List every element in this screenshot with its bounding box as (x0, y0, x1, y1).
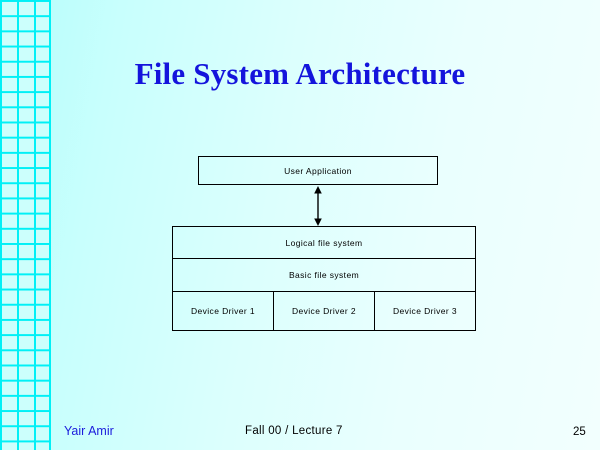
diagram-box-device-driver-1[interactable]: Device Driver 1 (173, 292, 273, 330)
diagram-box-basic-file-system-label: Basic file system (288, 270, 360, 280)
diagram-box-logical-file-system[interactable]: Logical file system (173, 227, 475, 258)
diagram-box-device-driver-3[interactable]: Device Driver 3 (374, 292, 475, 330)
diagram-box-user-application-label: User Application (284, 165, 352, 176)
footer-course-label: Fall 00 / Lecture 7 (245, 425, 343, 437)
grid-band-edge (49, 0, 51, 450)
footer-page-number: 25 (573, 426, 586, 438)
diagram-box-logical-file-system-label: Logical file system (285, 237, 363, 248)
double-headed-vertical-arrow-icon (314, 186, 322, 226)
diagram-box-device-driver-1-label: Device Driver 1 (190, 306, 256, 316)
diagram-box-device-driver-2-label: Device Driver 2 (291, 306, 357, 316)
diagram-box-device-driver-3-label: Device Driver 3 (392, 306, 458, 316)
diagram-box-basic-file-system[interactable]: Basic file system (173, 258, 475, 291)
page-title: File System Architecture (134, 56, 466, 91)
diagram-kernel-stack: Logical file system Basic file system De… (172, 226, 476, 331)
diagram-device-driver-row: Device Driver 1 Device Driver 2 Device D… (173, 291, 475, 330)
decorative-grid-band (0, 0, 51, 450)
diagram-box-device-driver-2[interactable]: Device Driver 2 (273, 292, 374, 330)
diagram-box-user-application[interactable]: User Application (198, 156, 438, 185)
footer-author: Yair Amir (64, 424, 114, 438)
